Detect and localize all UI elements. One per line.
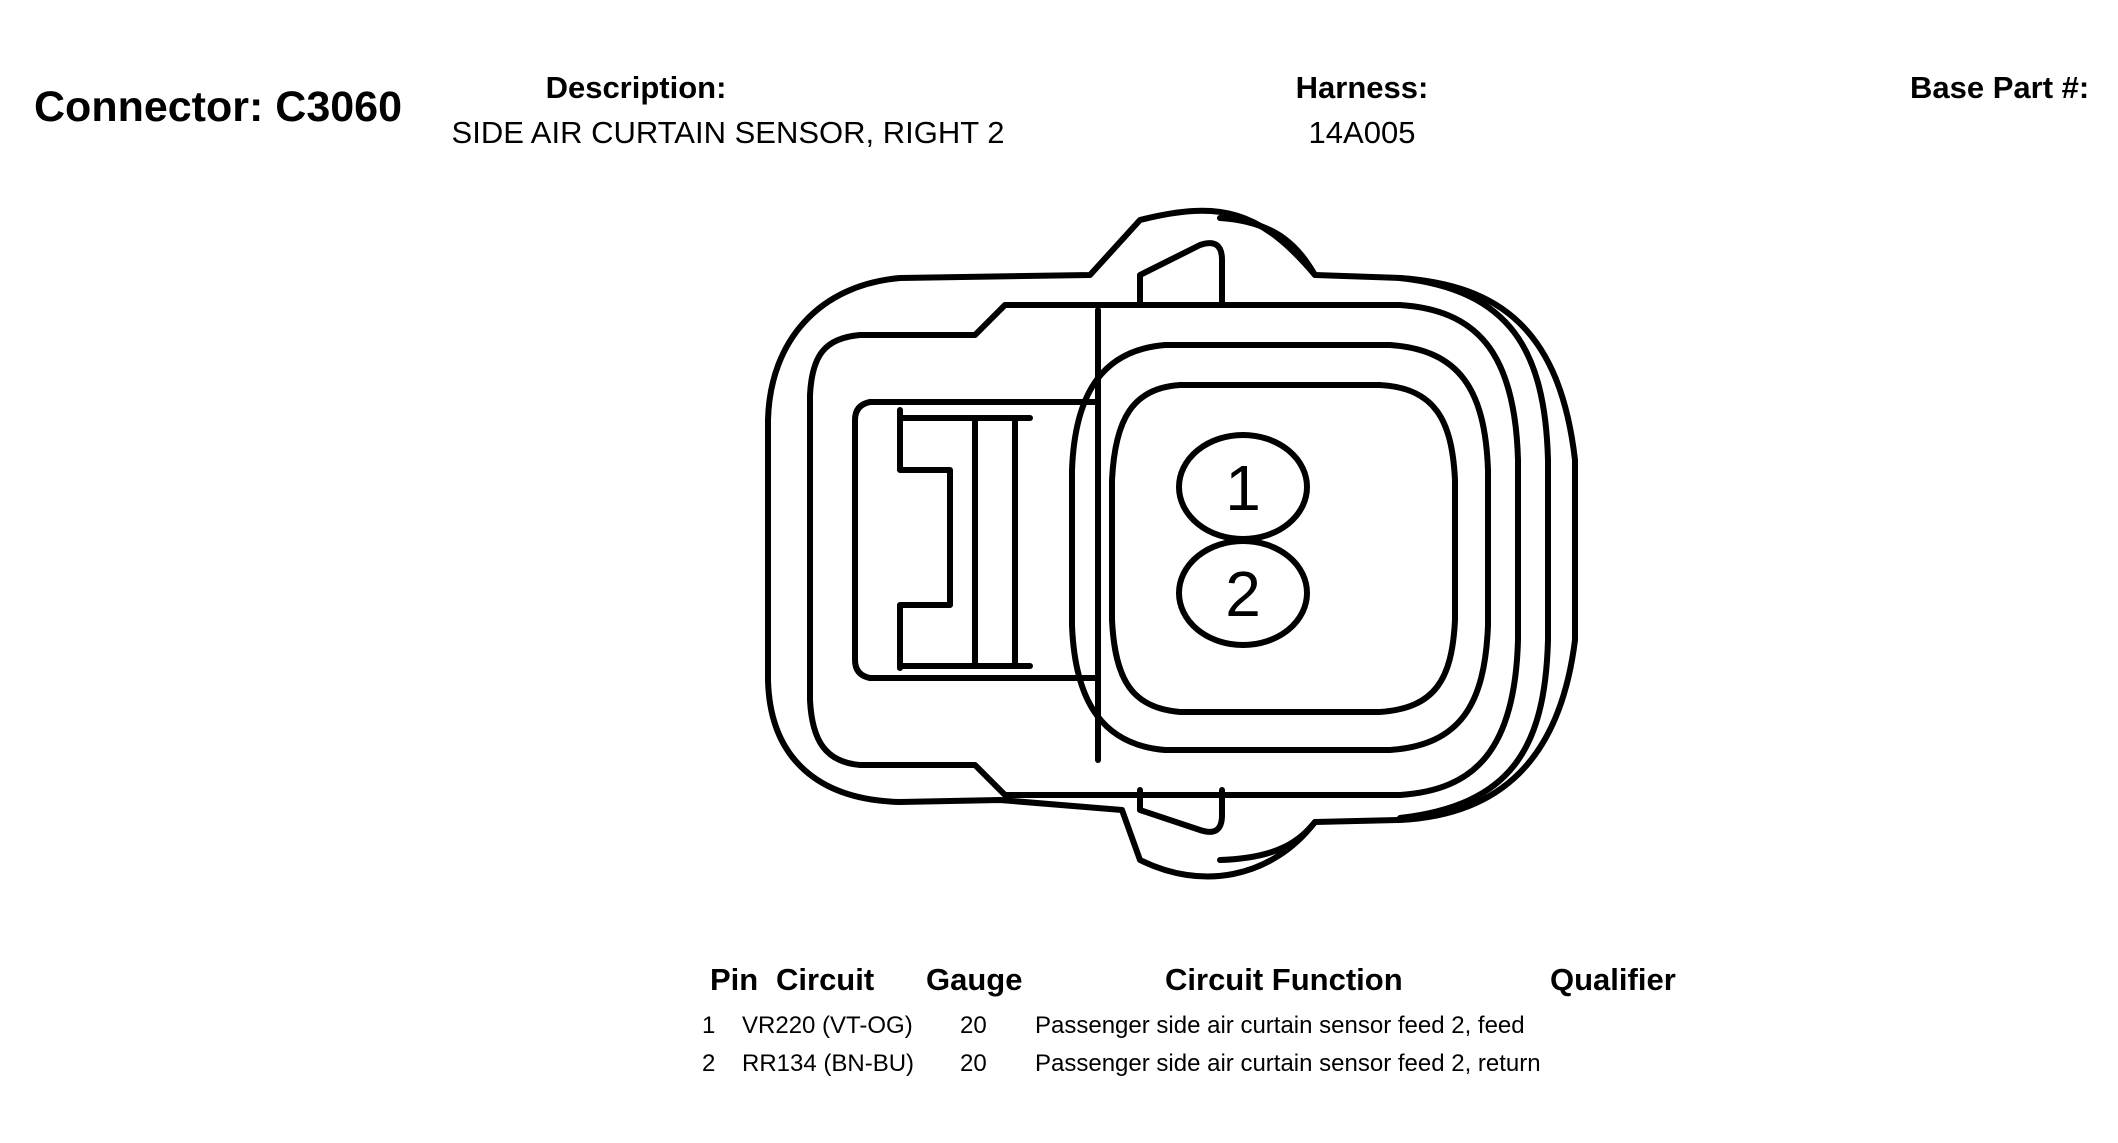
column-header-gauge: Gauge (926, 962, 1023, 997)
row-1-circuit: VR220 (VT-OG) (742, 1012, 913, 1039)
row-2-gauge: 20 (960, 1050, 987, 1077)
cavity-inner (1109, 382, 1458, 715)
pin-1-label: 1 (1225, 452, 1261, 524)
column-header-circuit-function: Circuit Function (1165, 962, 1403, 997)
lock-tab (897, 407, 953, 671)
connector-title: Connector: C3060 (34, 83, 402, 131)
pin-2-label: 2 (1225, 558, 1261, 630)
latch-bottom (1137, 787, 1225, 835)
lock-outer (852, 399, 1101, 681)
description-value: SIDE AIR CURTAIN SENSOR, RIGHT 2 (451, 115, 1005, 150)
harness-label: Harness: (1295, 70, 1429, 105)
row-1-circuit-function: Passenger side air curtain sensor feed 2… (1035, 1012, 1525, 1039)
column-header-pin: Pin (710, 962, 759, 997)
row-2-circuit-function: Passenger side air curtain sensor feed 2… (1035, 1050, 1541, 1077)
row-2-pin: 2 (702, 1050, 716, 1077)
latch-top (1137, 240, 1225, 308)
column-header-circuit: Circuit (776, 962, 875, 997)
housing-shell-1 (1217, 215, 1318, 278)
housing-inner-outline (807, 302, 1521, 798)
description-label: Description: (545, 70, 727, 105)
harness-value: 14A005 (1308, 115, 1416, 150)
column-header-qualifier: Qualifier (1550, 962, 1676, 997)
cavity-outer (1069, 342, 1491, 753)
housing-right-rim (1397, 275, 1551, 821)
row-1-pin: 1 (702, 1012, 716, 1039)
base-part-label: Base Part #: (1910, 70, 2090, 105)
row-2-circuit: RR134 (BN-BU) (742, 1050, 915, 1077)
pin-2-circle (1176, 538, 1310, 648)
row-1-gauge: 20 (960, 1012, 987, 1039)
housing-shell-2 (1217, 819, 1318, 863)
